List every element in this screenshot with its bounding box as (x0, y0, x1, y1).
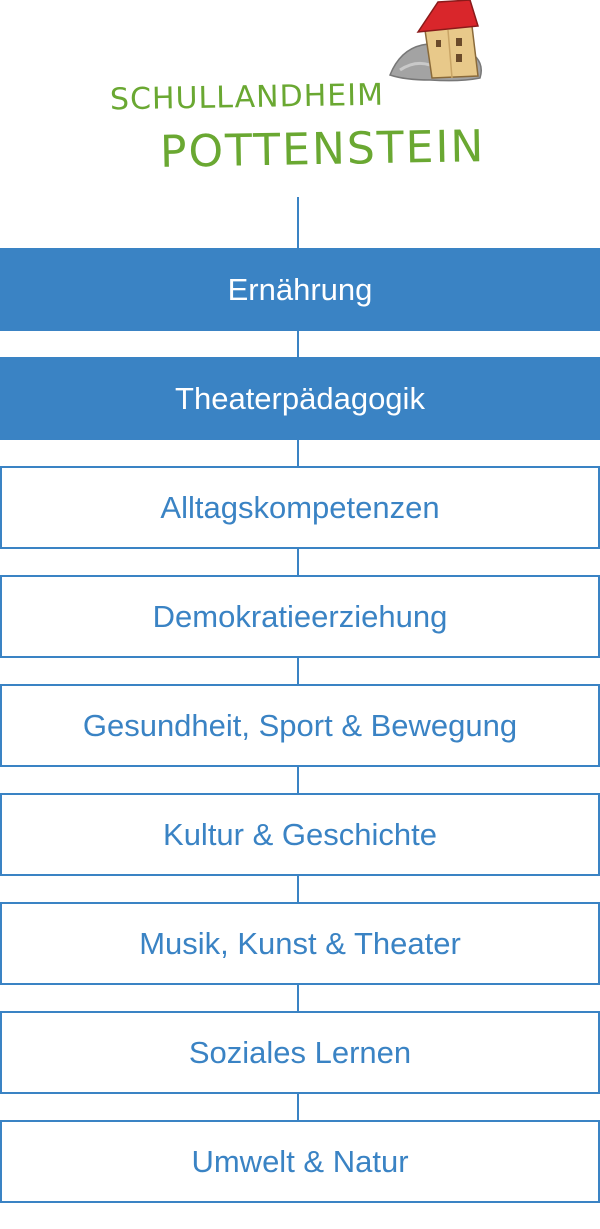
menu-item-ernaehrung[interactable]: Ernährung (0, 248, 600, 331)
menu-item-gesundheit-sport-bewegung[interactable]: Gesundheit, Sport & Bewegung (0, 684, 600, 767)
castle-on-rock-icon (389, 0, 482, 82)
logo-text-line2: POTTENSTEIN (159, 121, 486, 178)
menu-item-demokratieerziehung[interactable]: Demokratieerziehung (0, 575, 600, 658)
menu-item-kultur-geschichte[interactable]: Kultur & Geschichte (0, 793, 600, 876)
menu-item-umwelt-natur[interactable]: Umwelt & Natur (0, 1120, 600, 1203)
menu-item-theaterpaedagogik[interactable]: Theaterpädagogik (0, 357, 600, 440)
logo-text-line1: SCHULLANDHEIM (109, 77, 385, 118)
topic-menu: Ernährung Theaterpädagogik Alltagskompet… (0, 248, 600, 1229)
menu-item-soziales-lernen[interactable]: Soziales Lernen (0, 1011, 600, 1094)
menu-item-musik-kunst-theater[interactable]: Musik, Kunst & Theater (0, 902, 600, 985)
logo[interactable]: SCHULLANDHEIM POTTENSTEIN (100, 0, 500, 180)
menu-item-alltagskompetenzen[interactable]: Alltagskompetenzen (0, 466, 600, 549)
